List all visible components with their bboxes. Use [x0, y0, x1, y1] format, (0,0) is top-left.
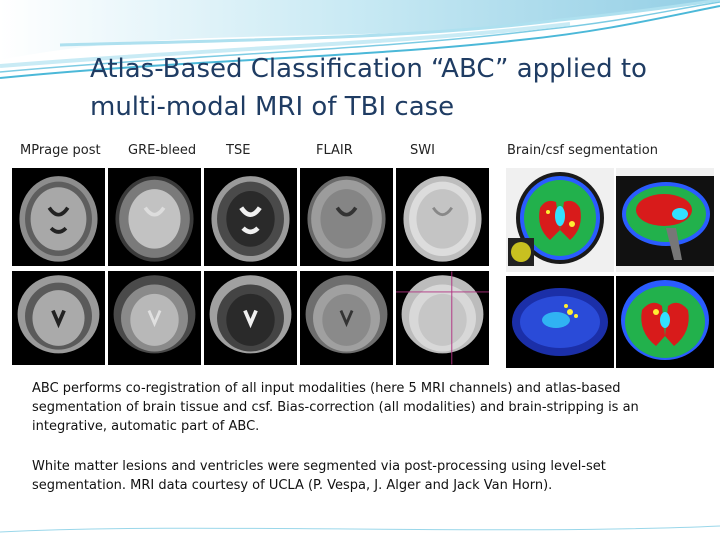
mri-axial-tse [204, 168, 297, 266]
segmentation-3d-render [506, 276, 614, 368]
mri-coronal-tse [204, 271, 297, 365]
footer-decoration [0, 525, 720, 533]
segmentation-coronal-view [616, 276, 714, 368]
mri-axial-swi [396, 168, 489, 266]
label-gre: GRE-bleed [128, 143, 197, 158]
label-segmentation: Brain/csf segmentation [507, 143, 658, 158]
segmentation-sagittal-view [616, 168, 714, 272]
mri-coronal-swi [396, 271, 489, 365]
mri-coronal-flair [300, 271, 393, 365]
mri-axial-gre [108, 168, 201, 266]
caption-abc-description: ABC performs co-registration of all inpu… [32, 381, 639, 434]
header-decoration [0, 0, 720, 79]
label-mprage: MPrage post [20, 143, 101, 158]
mri-coronal-mprage [12, 271, 105, 365]
mri-coronal-gre [108, 271, 201, 365]
label-tse: TSE [226, 143, 251, 158]
slide-title: Atlas-Based Classification “ABC” applied… [90, 54, 647, 122]
mri-axial-flair [300, 168, 393, 266]
label-swi: SWI [410, 143, 435, 158]
label-flair: FLAIR [316, 143, 353, 158]
caption-postprocessing: White matter lesions and ventricles were… [32, 459, 606, 493]
mri-axial-mprage [12, 168, 105, 266]
segmentation-axial-view [506, 168, 614, 272]
